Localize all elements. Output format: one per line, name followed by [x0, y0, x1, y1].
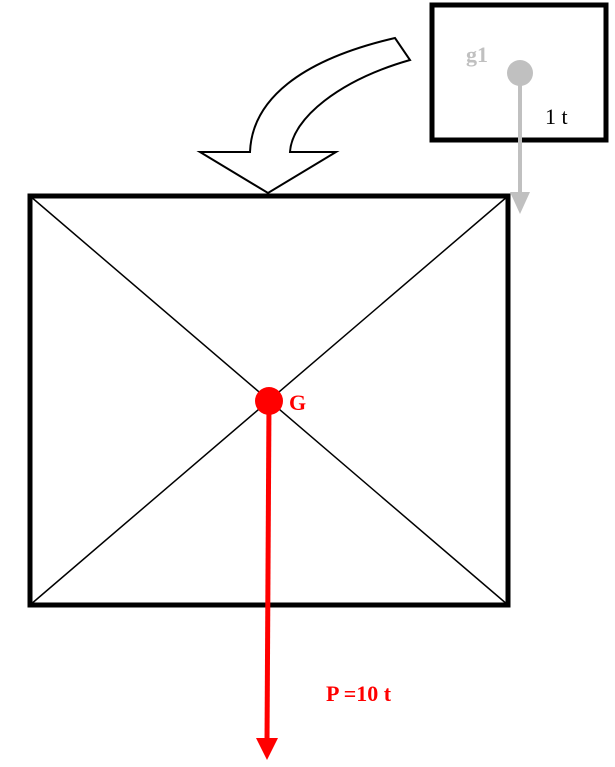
center-label: G: [289, 390, 306, 415]
small-weight-value-label: 1 t: [545, 104, 568, 129]
small-weight-arrowhead-icon: [510, 192, 530, 214]
main-force-vector: [264, 401, 272, 743]
main-force-arrowhead-icon: [256, 738, 278, 760]
small-weight-name-label: g1: [466, 42, 488, 67]
main-force-label: P =10 t: [326, 681, 392, 706]
small-weight-point: [507, 60, 533, 86]
center-of-gravity-point: [255, 387, 283, 415]
transfer-arrow-icon: [196, 36, 412, 195]
